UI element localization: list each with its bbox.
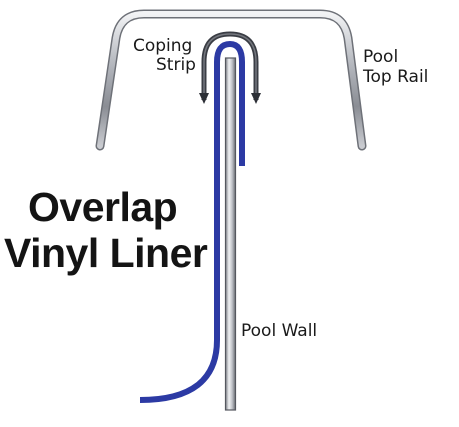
top-rail-label-line1: Pool — [363, 47, 399, 67]
vinyl-liner — [139, 41, 245, 403]
top-rail-label-line2: Top Rail — [363, 67, 429, 87]
coping-strip — [199, 31, 261, 104]
pool-top-rail — [95, 9, 367, 151]
pool-wall — [224, 57, 237, 411]
pool-wall-label: Pool Wall — [241, 321, 318, 341]
title-line1: Overlap — [28, 184, 178, 230]
title-line2: Vinyl Liner — [4, 230, 208, 276]
coping-strip-label-line1: Coping — [133, 36, 193, 56]
coping-strip-label-line2: Strip — [156, 55, 196, 75]
